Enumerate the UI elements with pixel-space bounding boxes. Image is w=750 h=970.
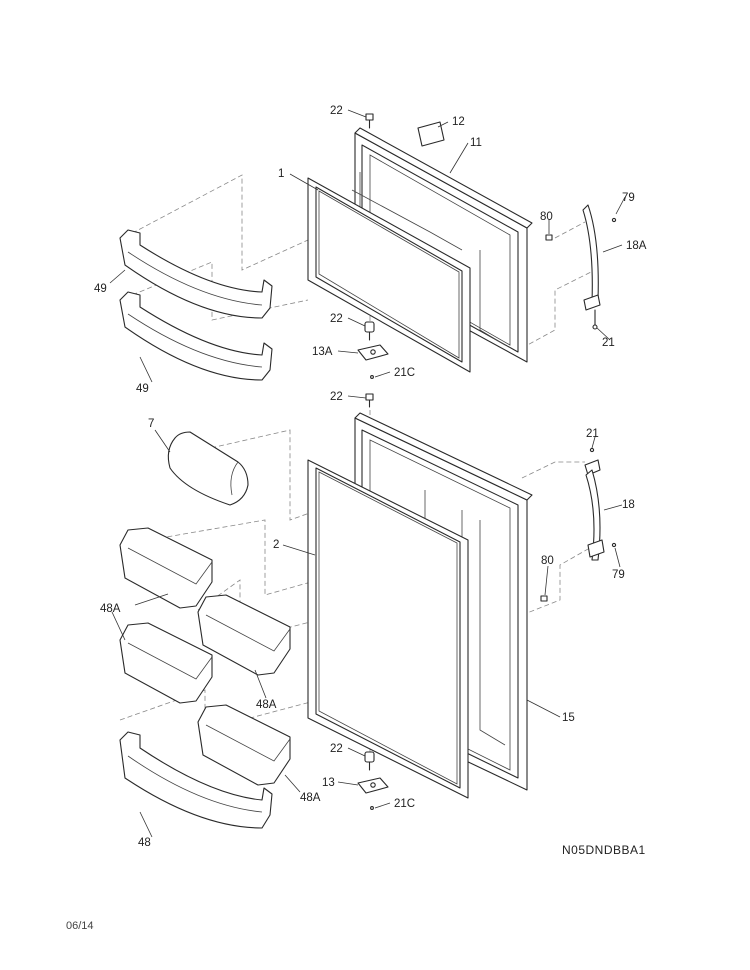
door-bins (119, 527, 291, 829)
callout-15: 15 (562, 712, 575, 724)
callout-80-upper: 80 (540, 211, 553, 223)
callout-48a-middle: 48A (256, 699, 277, 711)
diagram-code: N05DNDBBA1 (562, 843, 646, 857)
callout-49-lower: 49 (136, 383, 149, 395)
callout-79-lower: 79 (612, 569, 625, 581)
callout-7: 7 (148, 418, 154, 430)
freezer-handle (582, 204, 601, 330)
hinge-13a (357, 344, 389, 361)
callout-79-upper: 79 (622, 192, 635, 204)
callout-48: 48 (138, 837, 151, 849)
callout-22-middle: 22 (330, 391, 343, 403)
freezer-door-gasket (307, 177, 471, 373)
callout-2: 2 (273, 539, 279, 551)
callout-1: 1 (278, 168, 284, 180)
fresh-food-handle (584, 459, 605, 561)
freezer-door-shelves (119, 229, 273, 381)
lower-fasteners (364, 447, 617, 810)
revision-date: 06/14 (66, 920, 94, 932)
callout-13: 13 (322, 777, 335, 789)
callout-21-upper: 21 (602, 337, 615, 349)
callout-80-lower: 80 (541, 555, 554, 567)
fresh-food-door-gasket (307, 459, 469, 799)
callout-18a: 18A (626, 240, 647, 252)
callout-18: 18 (622, 499, 635, 511)
callout-22-upper-hinge: 22 (330, 313, 343, 325)
callout-13a: 13A (312, 346, 333, 358)
callout-48a-left: 48A (100, 603, 121, 615)
hinge-13 (357, 777, 389, 794)
butter-compartment (167, 431, 249, 506)
callout-labels: 22 12 11 1 79 80 18A 49 49 22 13A 21 21C… (94, 105, 647, 849)
label-plate (417, 121, 445, 147)
callout-21c-upper: 21C (394, 367, 415, 379)
leader-lines (109, 109, 626, 838)
callout-22-top: 22 (330, 105, 343, 117)
callout-21-lower: 21 (586, 428, 599, 440)
callout-11: 11 (470, 137, 482, 149)
callout-12: 12 (452, 116, 465, 128)
upper-fasteners (364, 113, 617, 408)
callout-22-lower-hinge: 22 (330, 743, 343, 755)
callout-21c-lower: 21C (394, 798, 415, 810)
callout-48a-lower: 48A (300, 792, 321, 804)
callout-49-upper: 49 (94, 283, 107, 295)
